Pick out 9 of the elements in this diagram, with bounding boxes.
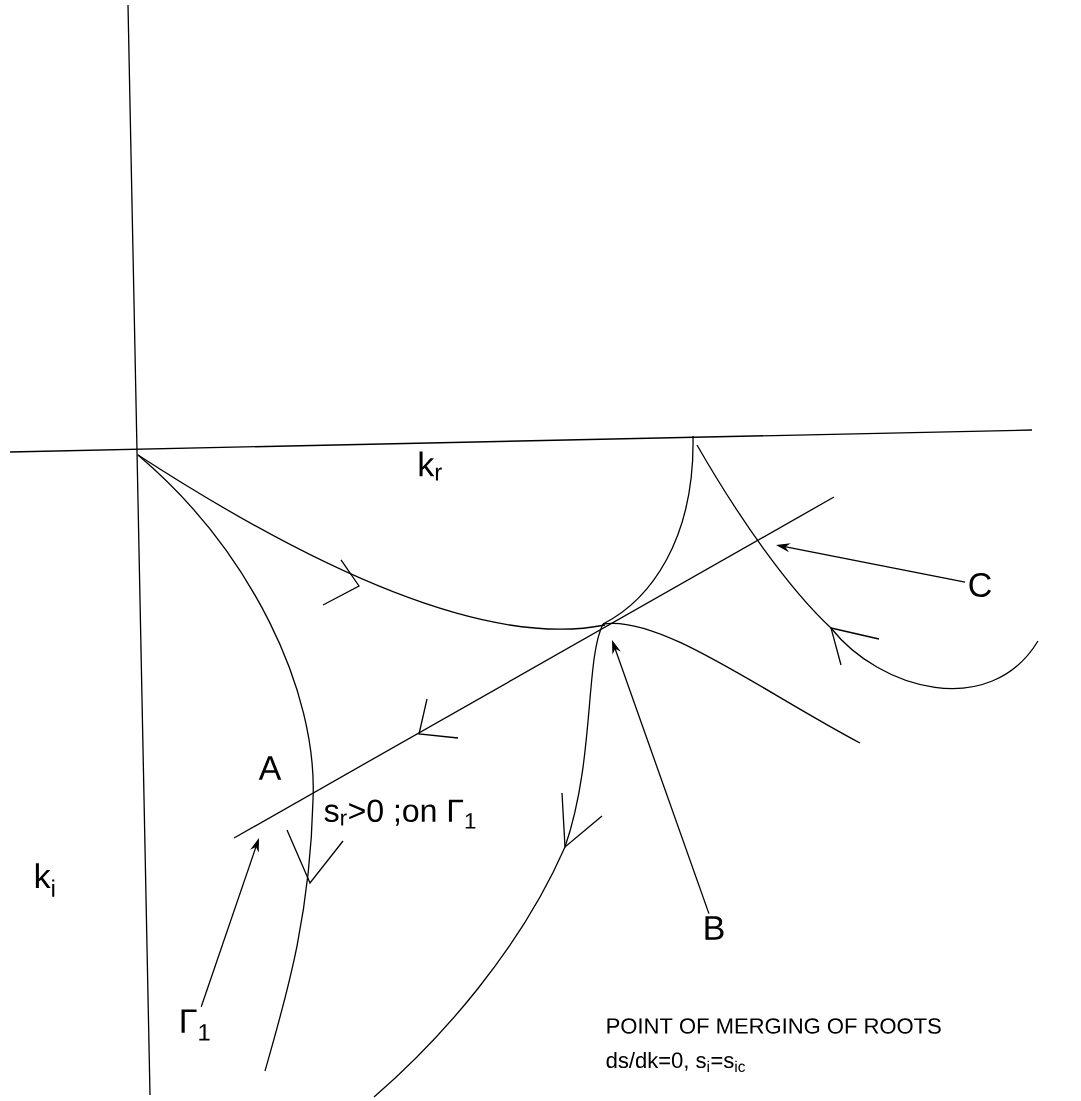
- leader-label: Γ$_{1}$: [181, 1009, 210, 1041]
- axis-label: k$_{i}$: [35, 863, 55, 897]
- point-label: A: [258, 756, 282, 780]
- annotation: s$_{r}$>0 ;on Γ$_{1}$: [324, 799, 476, 829]
- note: ds/dk=0, s$_{i}$=s$_{ic}$: [606, 1051, 745, 1073]
- note: POINT OF MERGING OF ROOTS: [607, 1018, 941, 1034]
- leader-label: B: [705, 916, 724, 940]
- axis-label: k$_{r}$: [419, 451, 442, 481]
- leader-label: C: [969, 572, 991, 598]
